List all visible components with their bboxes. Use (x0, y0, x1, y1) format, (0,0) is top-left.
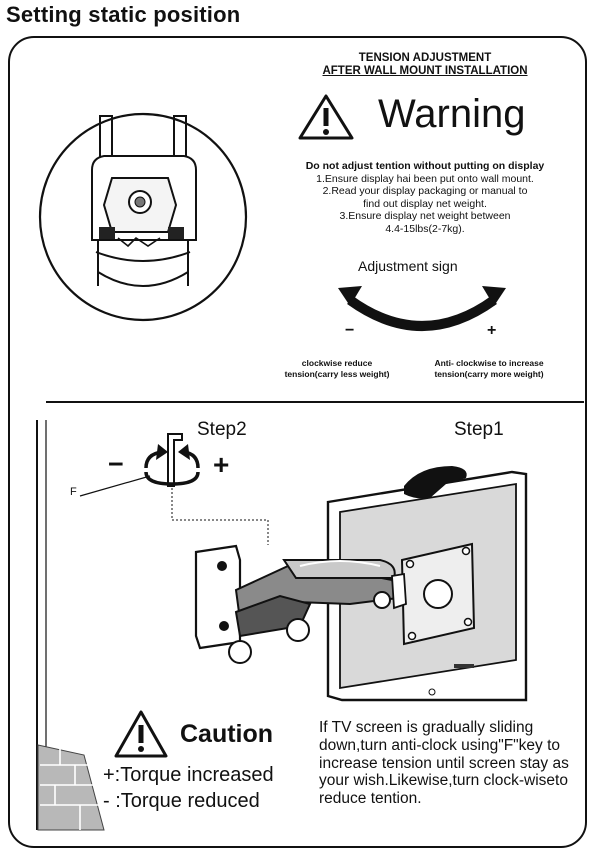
clockwise-line1: clockwise reduce (301, 358, 373, 368)
clockwise-line2: tension(carry less weight) (284, 369, 390, 379)
hex-key-icon (167, 433, 183, 487)
anticlockwise-line1: Anti- clockwise to increase (434, 358, 544, 368)
monitor-illustration (326, 470, 528, 702)
section-divider (46, 401, 584, 403)
warning-item: 4.4-15lbs(2-7kg). (385, 222, 465, 235)
zoom-detail-illustration (38, 112, 248, 322)
torque-increased: +:Torque increased (103, 764, 274, 786)
wall-mount-arm-illustration (194, 544, 407, 664)
step2-label: Step2 (197, 419, 247, 440)
page-title: Setting static position (6, 2, 241, 27)
warning-triangle-icon (298, 94, 354, 140)
warning-item: 2.Read your display packaging or manual … (322, 185, 528, 197)
warning-item: 3.Ensure display net weight between (339, 210, 511, 222)
warning-title: Warning (378, 92, 526, 136)
adjustment-plus: + (487, 322, 497, 339)
content-frame (8, 36, 587, 848)
step2-minus: − (108, 449, 124, 479)
step2-plus: + (213, 449, 230, 480)
hand-icon (404, 466, 467, 499)
warning-bold-line: Do not adjust tention without putting on… (305, 160, 545, 172)
tension-heading-line1: TENSION ADJUSTMENT (358, 52, 492, 64)
f-key-leader-line (79, 475, 151, 497)
torque-reduced: - :Torque reduced (103, 790, 260, 812)
adjustment-arc-icon (338, 286, 506, 331)
adjustment-minus: − (345, 322, 355, 339)
caution-triangle-icon (114, 710, 168, 758)
tension-heading-line2: AFTER WALL MOUNT INSTALLATION (322, 65, 528, 77)
warning-rules: Do not adjust tention without putting on… (270, 160, 580, 235)
caution-instructions: If TV screen is gradually sliding down,t… (319, 719, 569, 808)
rotation-arrows-icon (144, 444, 200, 486)
warning-item: 1.Ensure display hai been put onto wall … (316, 172, 534, 185)
anticlockwise-line2: tension(carry more weight) (434, 369, 544, 379)
caution-title: Caution (180, 720, 274, 748)
step1-label: Step1 (454, 419, 504, 440)
adjustment-sign-label: Adjustment sign (358, 258, 458, 274)
clockwise-note: clockwise reduce tension(carry less weig… (262, 358, 412, 380)
warning-item: find out display net weight. (363, 197, 487, 210)
dotted-guide-line (171, 488, 269, 545)
tension-adjustment-heading: TENSION ADJUSTMENT AFTER WALL MOUNT INST… (300, 52, 550, 78)
wall-illustration (36, 420, 105, 831)
anticlockwise-note: Anti- clockwise to increase tension(carr… (404, 358, 574, 380)
f-key-label: F (70, 486, 77, 498)
